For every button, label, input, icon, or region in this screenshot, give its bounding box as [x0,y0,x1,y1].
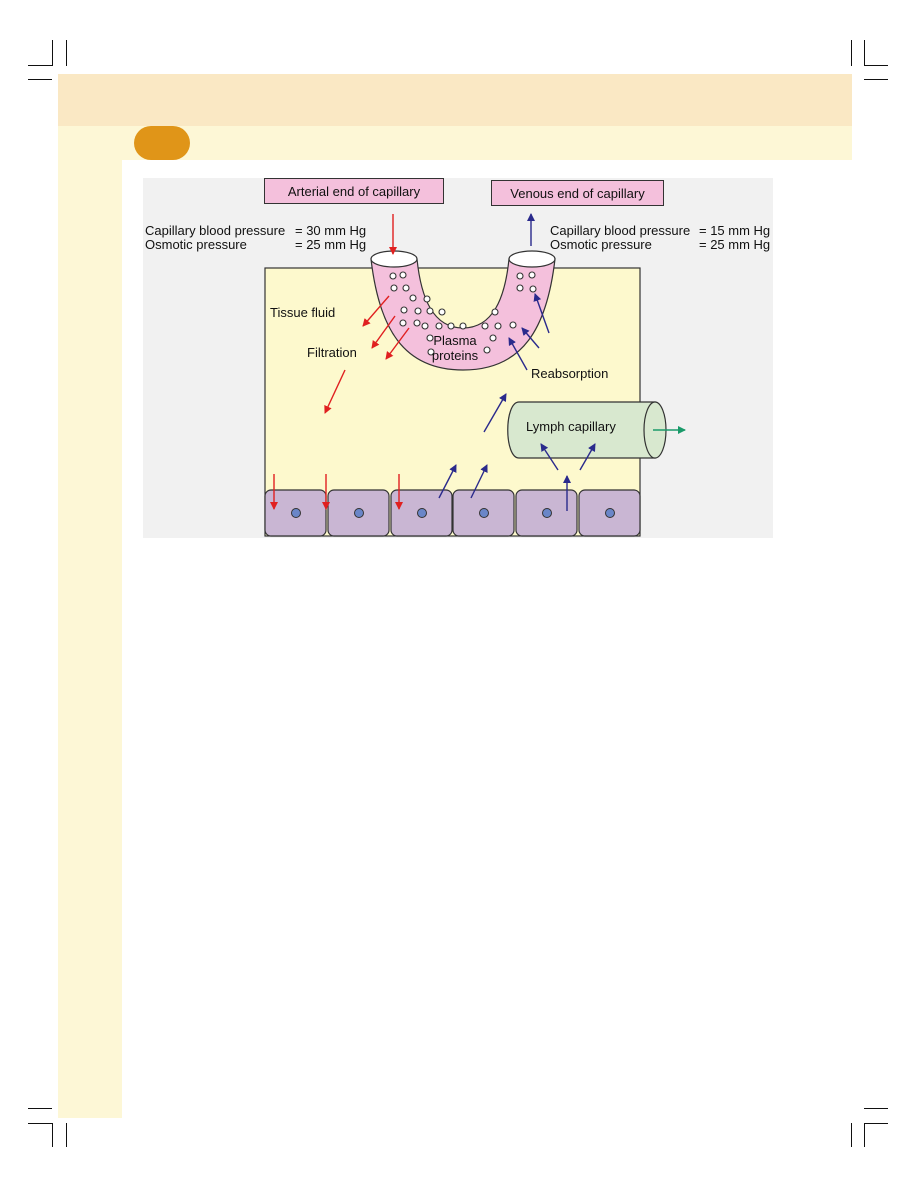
plasma-protein-dots [389,271,537,356]
venous-capillary-pressure-value: = 15 mm Hg [699,223,771,238]
capillary-exchange-figure: Arterial end of capillary Venous end of … [143,178,773,538]
crop-mark [28,1123,52,1124]
reabsorption-arrows [438,213,596,511]
arterial-osmotic-pressure-label: Osmotic pressure [145,237,247,252]
filtration-arrows [270,214,410,510]
capillary-arterial-opening [370,250,418,268]
plasma-label-line2: proteins [431,348,479,363]
crop-mark [52,1123,53,1147]
plasma-label-line1: Plasma [433,333,477,348]
arterial-capillary-pressure-label: Capillary blood pressure [145,223,286,238]
filtration-label: Filtration [307,345,357,360]
plasma-proteins-label: Plasma proteins [420,333,490,363]
venous-end-label: Venous end of capillary [491,180,664,206]
crop-mark [864,65,888,66]
crop-mark [864,40,865,66]
chapter-badge [134,126,190,160]
lymph-capillary-label: Lymph capillary [526,419,616,434]
crop-mark [864,1123,865,1147]
crop-mark [28,65,52,66]
crop-mark [864,1123,888,1124]
page-subheader-band [58,126,852,160]
arterial-capillary-pressure-value: = 30 mm Hg [295,223,367,238]
arterial-end-label: Arterial end of capillary [264,178,444,204]
arterial-osmotic-pressure-value: = 25 mm Hg [295,237,367,252]
reabsorption-label: Reabsorption [531,366,609,381]
capillary-venous-opening [508,250,556,268]
venous-osmotic-pressure-label: Osmotic pressure [550,237,652,252]
crop-mark [66,1123,67,1147]
crop-mark [851,40,852,66]
crop-mark [52,40,53,66]
tissue-fluid-label: Tissue fluid [270,305,336,320]
crop-mark [66,40,67,66]
crop-mark [28,1108,52,1109]
crop-mark [851,1123,852,1147]
venous-osmotic-pressure-value: = 25 mm Hg [699,237,771,252]
venous-capillary-pressure-label: Capillary blood pressure [550,223,691,238]
page-sidebar-band [58,74,122,1118]
epithelial-cells [264,489,641,537]
diagram-svg [264,213,686,537]
page-header-band [58,74,852,126]
crop-mark [864,79,888,80]
crop-mark [28,79,52,80]
crop-mark [864,1108,888,1109]
